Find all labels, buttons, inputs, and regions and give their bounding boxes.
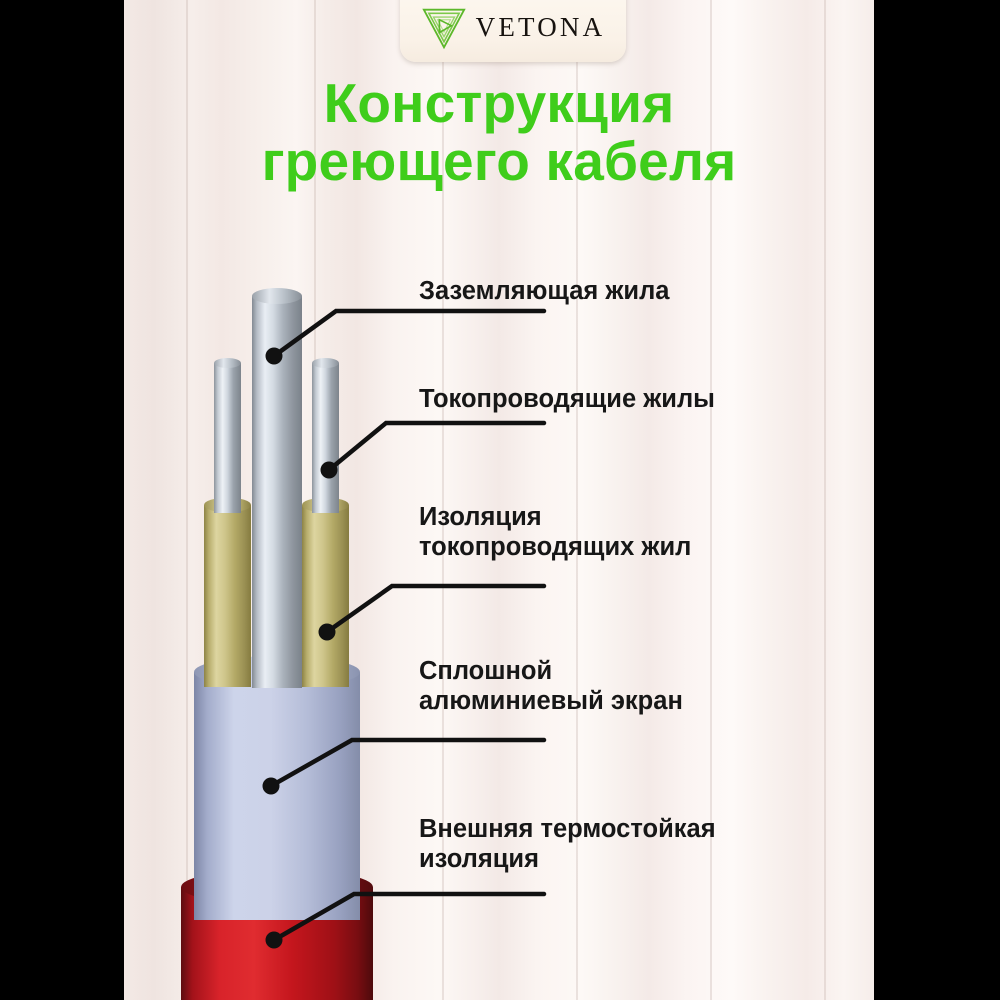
- heating-cable-diagram: [181, 288, 547, 1000]
- callout-label: Внешняя термостойкая изоляция: [419, 815, 716, 874]
- leader-line-outer: [271, 891, 547, 943]
- leader-line-insulation: [324, 583, 547, 635]
- leader-line-screen: [268, 737, 547, 789]
- callout-label: Заземляющая жила: [419, 277, 670, 305]
- wood-seam: [576, 0, 578, 1000]
- callout-grounding-conductor: Заземляющая жила: [419, 276, 669, 306]
- cable-layer-current-conductors: [214, 358, 339, 513]
- leader-lines: [262, 308, 547, 949]
- wood-seam: [824, 0, 826, 1000]
- page-title-line2: греющего кабеля: [261, 130, 737, 193]
- wood-seam: [710, 0, 712, 1000]
- letterbox-left: [0, 0, 124, 1000]
- cable-layer-grounding-conductor: [252, 288, 302, 688]
- wood-seam: [186, 0, 188, 1000]
- callout-label: Изоляция токопроводящих жил: [419, 503, 692, 562]
- brand-name: VETONA: [475, 11, 606, 42]
- page-title: Конструкция греющего кабеля: [124, 74, 874, 191]
- wood-seam: [442, 0, 444, 1000]
- brand-logo-card: VETONA: [400, 0, 626, 62]
- callout-aluminium-screen: Сплошной алюминиевый экран: [419, 656, 683, 716]
- callout-current-conductors: Токопроводящие жилы: [419, 384, 715, 414]
- leader-line-conductors: [326, 420, 547, 473]
- callout-outer-insulation: Внешняя термостойкая изоляция: [419, 814, 716, 874]
- callout-label: Сплошной алюминиевый экран: [419, 657, 683, 716]
- page-title-line1: Конструкция: [323, 72, 675, 134]
- callout-conductor-insulation: Изоляция токопроводящих жил: [419, 502, 691, 562]
- leader-line-grounding: [271, 308, 547, 359]
- callout-label: Токопроводящие жилы: [419, 385, 715, 413]
- content-panel: VETONA Конструкция греющего кабеля Зазем…: [124, 0, 874, 1000]
- cable-layer-conductor-insulation: [204, 497, 349, 687]
- nested-triangles-play-icon: [421, 8, 466, 50]
- letterbox-right: [874, 0, 1000, 1000]
